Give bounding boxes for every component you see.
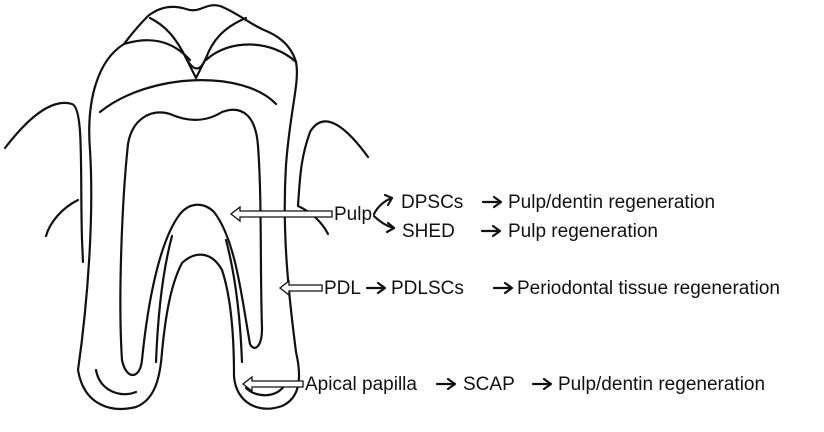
pdlsc-label: PDLSCs: [391, 278, 464, 299]
dpsc-outcome: Pulp/dentin regeneration: [508, 192, 715, 213]
scap-label: SCAP: [463, 374, 515, 395]
scap-outcome: Pulp/dentin regeneration: [558, 374, 765, 395]
fork-arrow-up: [374, 198, 392, 214]
pointer-arrows: [231, 207, 332, 391]
pdlsc-outcome: Periodontal tissue regeneration: [517, 278, 780, 299]
gingiva-right-lower: [298, 206, 328, 234]
occlusal-cusp-left: [124, 40, 190, 60]
apical-source-label: Apical papilla: [305, 374, 417, 395]
apical-flow: Apical papilla SCAP Pulp/dentin regenera…: [305, 374, 765, 395]
dentin-enamel-junction: [100, 80, 276, 112]
pulp-source-label: Pulp: [334, 204, 372, 225]
tooth-illustration: [5, 5, 368, 409]
shed-label: SHED: [402, 221, 455, 242]
occlusal-cusp-right: [206, 44, 296, 62]
gingiva-right: [298, 121, 368, 205]
pdl-flow: PDL PDLSCs Periodontal tissue regenerati…: [324, 278, 780, 299]
pdl-pointer-arrow: [280, 281, 322, 295]
pulp-flow: Pulp DPSCs Pulp/dentin regeneration SHED…: [334, 192, 715, 242]
gingiva-left-lower: [46, 200, 78, 236]
apical-pointer-arrow: [243, 377, 303, 391]
shed-outcome: Pulp regeneration: [508, 221, 658, 242]
pdl-source-label: PDL: [324, 278, 361, 299]
gingiva-left: [5, 103, 83, 262]
dpsc-label: DPSCs: [401, 192, 463, 213]
